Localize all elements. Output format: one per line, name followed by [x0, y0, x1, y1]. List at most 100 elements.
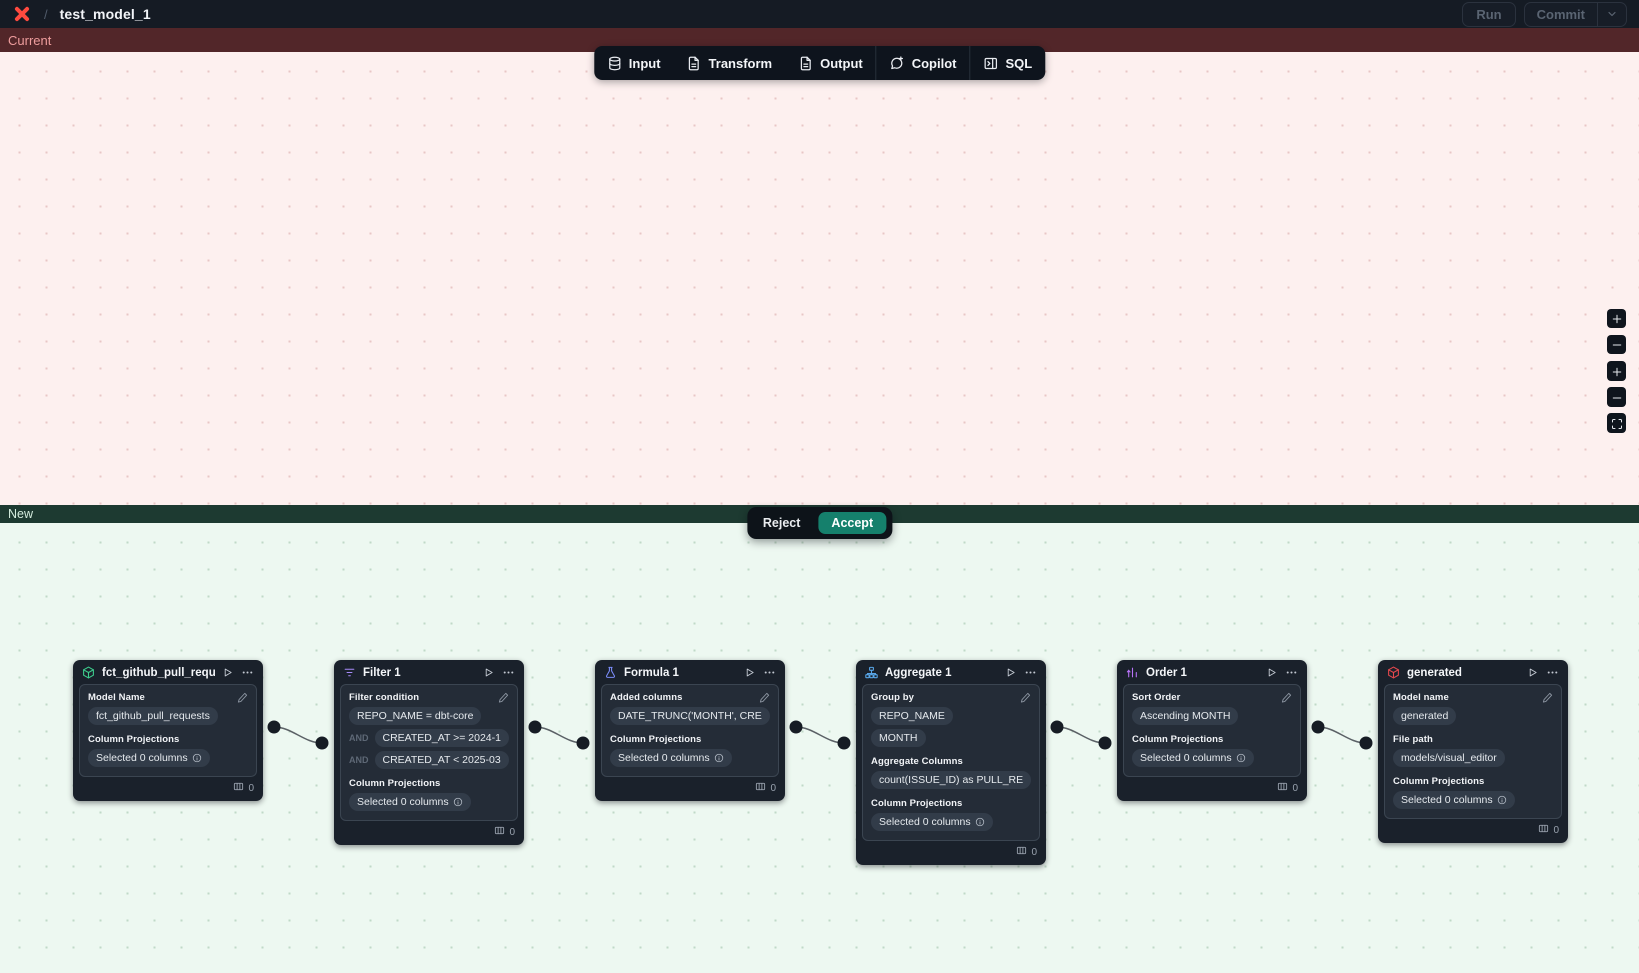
- database-icon: [607, 56, 622, 71]
- field-label: Filter condition: [349, 692, 420, 703]
- connection-wire: [534, 726, 584, 744]
- value-pill[interactable]: REPO_NAME = dbt-core: [349, 707, 482, 725]
- node-fct-github-pull-requests[interactable]: fct_github_pull_requests Model Namefct_g…: [73, 660, 263, 801]
- toolbar-item-label: Transform: [708, 55, 773, 71]
- plus-icon[interactable]: [1607, 362, 1626, 381]
- input-port[interactable]: [315, 736, 329, 750]
- pill-text: Selected 0 columns: [1401, 794, 1493, 806]
- more-menu-icon[interactable]: [1285, 666, 1298, 679]
- toolbar-item-input[interactable]: Input: [594, 46, 674, 80]
- more-menu-icon[interactable]: [1546, 666, 1559, 679]
- value-pill[interactable]: fct_github_pull_requests: [88, 707, 218, 725]
- accept-button[interactable]: Accept: [818, 512, 887, 534]
- pencil-icon[interactable]: [1281, 692, 1292, 703]
- current-canvas[interactable]: [0, 52, 1639, 505]
- pencil-icon[interactable]: [498, 692, 509, 703]
- info-icon[interactable]: [714, 753, 724, 763]
- value-pill[interactable]: REPO_NAME: [871, 707, 953, 725]
- columns-icon: [1277, 781, 1288, 795]
- value-pill[interactable]: Ascending MONTH: [1132, 707, 1239, 725]
- current-section-label: Current: [8, 32, 52, 48]
- value-pill[interactable]: MONTH: [871, 729, 926, 747]
- value-pill[interactable]: Selected 0 columns: [610, 749, 732, 767]
- value-pill[interactable]: Selected 0 columns: [88, 749, 210, 767]
- pill-text: Ascending MONTH: [1140, 710, 1231, 722]
- output-port[interactable]: [1050, 720, 1064, 734]
- dbt-logo-icon[interactable]: [12, 4, 32, 24]
- plus-icon[interactable]: [1607, 309, 1626, 328]
- new-canvas[interactable]: fct_github_pull_requests Model Namefct_g…: [0, 523, 1639, 973]
- output-port[interactable]: [528, 720, 542, 734]
- filter-icon: [343, 666, 356, 679]
- play-icon[interactable]: [222, 667, 233, 678]
- pill-text: Selected 0 columns: [357, 796, 449, 808]
- value-pill[interactable]: models/visual_editor: [1393, 749, 1505, 767]
- input-port[interactable]: [1098, 736, 1112, 750]
- toolbar-item-output[interactable]: Output: [785, 46, 876, 80]
- value-pill[interactable]: count(ISSUE_ID) as PULL_REQUEST_…: [871, 771, 1031, 789]
- run-button[interactable]: Run: [1462, 1, 1516, 27]
- play-icon[interactable]: [1005, 667, 1016, 678]
- info-icon[interactable]: [1497, 795, 1507, 805]
- value-pill[interactable]: DATE_TRUNC('MONTH', CREATED_AT…: [610, 707, 770, 725]
- value-pill[interactable]: CREATED_AT >= 2024-12-01: [374, 729, 509, 747]
- column-count: 0: [248, 782, 254, 794]
- value-pill[interactable]: Selected 0 columns: [1132, 749, 1254, 767]
- info-icon[interactable]: [1236, 753, 1246, 763]
- input-port[interactable]: [837, 736, 851, 750]
- pill-text: CREATED_AT < 2025-03-01: [382, 754, 502, 766]
- play-icon[interactable]: [744, 667, 755, 678]
- field-label: Column Projections: [1393, 776, 1485, 787]
- pencil-icon[interactable]: [1542, 692, 1553, 703]
- output-port[interactable]: [789, 720, 803, 734]
- pencil-icon[interactable]: [1020, 692, 1031, 703]
- info-icon[interactable]: [192, 753, 202, 763]
- value-pill[interactable]: Selected 0 columns: [1393, 791, 1515, 809]
- play-icon[interactable]: [1266, 667, 1277, 678]
- play-icon[interactable]: [1527, 667, 1538, 678]
- commit-button[interactable]: Commit: [1536, 6, 1585, 22]
- output-port[interactable]: [1311, 720, 1325, 734]
- chevron-down-icon[interactable]: [1597, 2, 1626, 26]
- minus-icon[interactable]: [1607, 388, 1626, 407]
- columns-icon: [1538, 823, 1549, 837]
- value-pill[interactable]: CREATED_AT < 2025-03-01: [374, 751, 509, 769]
- toolbar-item-transform[interactable]: Transform: [674, 46, 786, 80]
- info-icon[interactable]: [453, 797, 463, 807]
- play-icon[interactable]: [483, 667, 494, 678]
- toolbar-item-copilot[interactable]: Copilot: [877, 46, 970, 80]
- output-port[interactable]: [267, 720, 281, 734]
- file-text-icon: [687, 56, 702, 71]
- toolbar-divider: [875, 46, 877, 80]
- pill-text: Selected 0 columns: [96, 752, 188, 764]
- value-pill[interactable]: Selected 0 columns: [349, 793, 471, 811]
- toolbar-item-sql[interactable]: SQL: [970, 46, 1045, 80]
- more-menu-icon[interactable]: [763, 666, 776, 679]
- more-menu-icon[interactable]: [241, 666, 254, 679]
- more-menu-icon[interactable]: [1024, 666, 1037, 679]
- more-menu-icon[interactable]: [502, 666, 515, 679]
- minus-icon[interactable]: [1607, 335, 1626, 354]
- pencil-icon[interactable]: [237, 692, 248, 703]
- value-pill[interactable]: Selected 0 columns: [871, 813, 993, 831]
- input-port[interactable]: [1359, 736, 1373, 750]
- pencil-icon[interactable]: [759, 692, 770, 703]
- reject-button[interactable]: Reject: [753, 512, 811, 534]
- value-pill[interactable]: generated: [1393, 707, 1457, 725]
- info-icon[interactable]: [975, 817, 985, 827]
- input-port[interactable]: [576, 736, 590, 750]
- commit-split-button: Commit: [1523, 1, 1627, 27]
- toolbar-divider: [969, 46, 971, 80]
- fit-view-icon[interactable]: [1607, 414, 1626, 433]
- toolbar-item-label: SQL: [1005, 55, 1033, 71]
